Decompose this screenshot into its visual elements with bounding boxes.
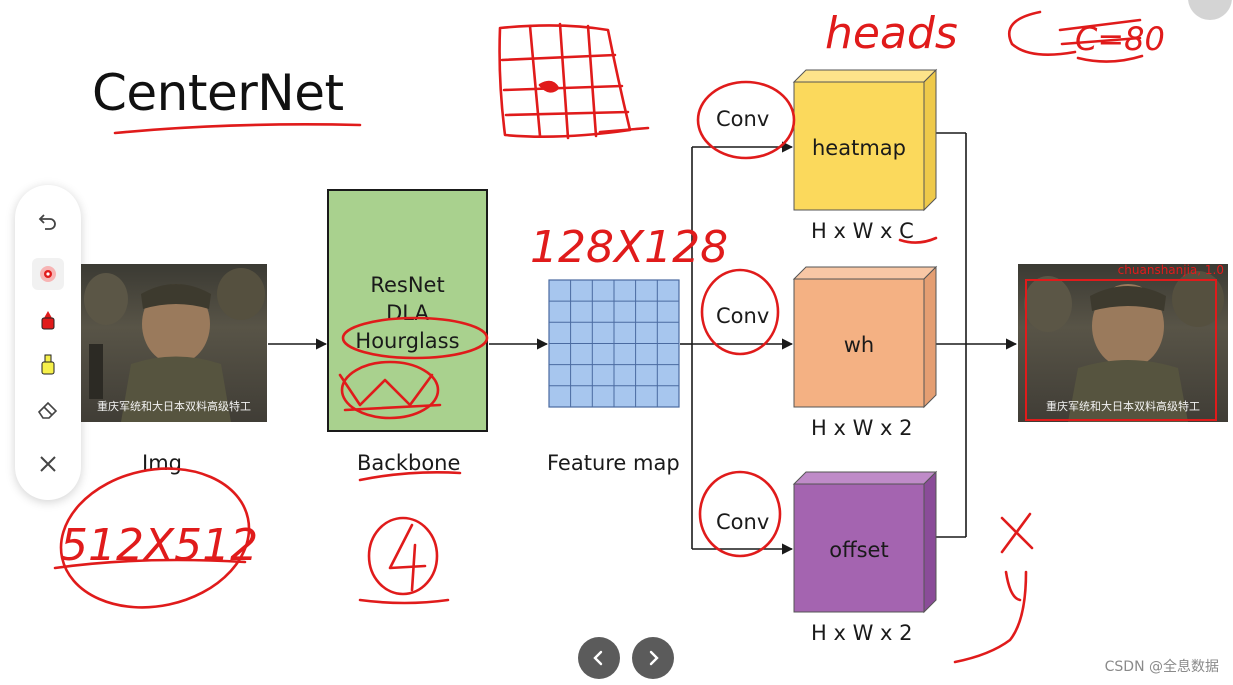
heatmap-cube-side (923, 68, 937, 212)
wh-cube-top (792, 266, 938, 280)
heatmap-cube-front (793, 81, 925, 211)
close-icon (40, 456, 56, 472)
pen-button[interactable] (32, 304, 64, 336)
pen-icon (41, 311, 55, 330)
heatmap-dims: H x W x C (811, 219, 914, 243)
input-subtitle: 重庆军统和大日本双料高级特工 (97, 400, 251, 413)
offset-cube-top (792, 471, 938, 485)
heatmap-cube-top (792, 69, 938, 83)
output-subtitle: 重庆军统和大日本双料高级特工 (1046, 400, 1200, 413)
output-scene (1024, 271, 1224, 422)
conv-label-wh: Conv (716, 304, 769, 328)
heatmap-label: heatmap (812, 136, 906, 160)
detection-box (1025, 279, 1217, 421)
conv-label-offset: Conv (716, 510, 769, 534)
chevron-left-icon (593, 650, 603, 666)
undo-button[interactable] (32, 205, 64, 237)
conv-label-heatmap: Conv (716, 107, 769, 131)
offset-cube-front (793, 483, 925, 613)
wh-cube: wh (792, 265, 938, 409)
backbone-label: Backbone (357, 451, 461, 475)
laser-pointer-button[interactable] (32, 258, 64, 290)
annotation-toolbar (15, 185, 81, 500)
highlighter-button[interactable] (32, 349, 64, 381)
corner-button[interactable] (1188, 0, 1232, 20)
detection-label: chuanshanjia, 1.0 (1117, 264, 1224, 277)
undo-icon (38, 214, 56, 230)
offset-cube-side (923, 470, 937, 614)
slide-title: CenterNet (92, 64, 344, 122)
wh-cube-side (923, 265, 937, 409)
offset-cube: offset (792, 470, 938, 614)
watermark: CSDN @全息数据 (1104, 659, 1219, 675)
highlighter-icon (41, 354, 55, 375)
backbone-line-resnet: ResNet (370, 273, 445, 297)
feature-map-grid (548, 279, 680, 408)
wh-label: wh (844, 333, 875, 357)
feature-map-label: Feature map (547, 451, 680, 475)
offset-dims: H x W x 2 (811, 621, 913, 645)
heatmap-cube: heatmap (792, 68, 938, 212)
output-image: chuanshanjia, 1.0 重庆军统和大日本双料高级特工 (1018, 264, 1228, 422)
laser-pointer-icon (40, 266, 56, 282)
chevron-right-icon (649, 650, 659, 666)
wh-dims: H x W x 2 (811, 416, 913, 440)
offset-label: offset (829, 538, 888, 562)
close-button[interactable] (32, 448, 64, 480)
next-slide-button[interactable] (632, 637, 674, 679)
input-image: 重庆军统和大日本双料高级特工 (81, 264, 267, 422)
input-scene (84, 268, 265, 422)
eraser-icon (37, 401, 58, 419)
wh-cube-front (793, 278, 925, 408)
eraser-button[interactable] (32, 393, 64, 425)
prev-slide-button[interactable] (578, 637, 620, 679)
